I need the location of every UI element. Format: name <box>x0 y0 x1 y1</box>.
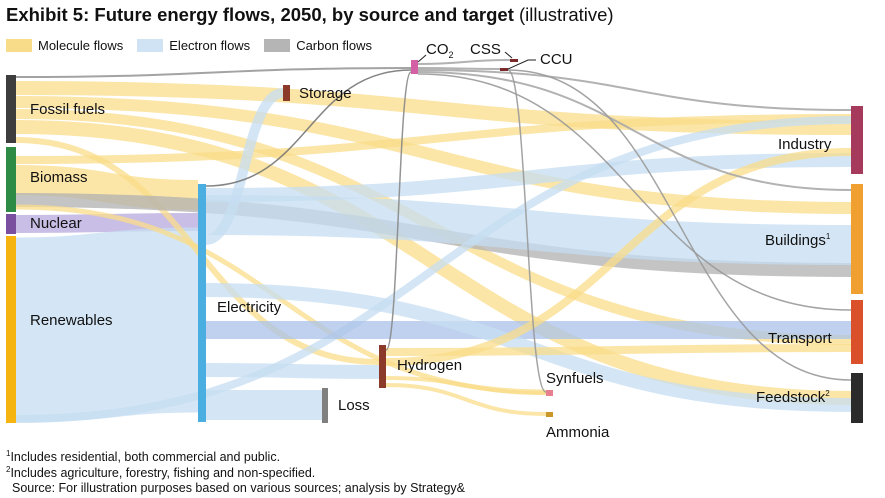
node-renewables <box>6 236 16 423</box>
co2-leader <box>417 54 427 63</box>
label-storage: Storage <box>299 85 352 102</box>
exhibit-title: Exhibit 5: Future energy flows, 2050, by… <box>6 4 614 26</box>
label-biomass: Biomass <box>30 169 88 186</box>
source-note: Source: For illustration purposes based … <box>12 481 466 495</box>
css-leader <box>504 51 513 59</box>
flow-electricity-hydrogen <box>205 363 380 379</box>
label-hydrogen: Hydrogen <box>397 357 463 374</box>
flow-co2-industry <box>417 69 852 111</box>
footnote-text: Includes residential, both commercial an… <box>10 450 281 465</box>
node-css <box>510 59 518 62</box>
flow-fossil-industry <box>15 81 852 135</box>
legend-molecule: Molecule flows <box>6 38 123 53</box>
label-transport: Transport <box>768 330 832 347</box>
legend-label: Electron flows <box>169 38 251 53</box>
node-industry <box>851 106 863 174</box>
flow-co2-ccu <box>417 67 501 70</box>
flow-co2-transport <box>417 73 852 311</box>
flow-fossil-buildings <box>15 96 852 214</box>
label-renewables: Renewables <box>30 312 113 329</box>
label-loss: Loss <box>338 397 370 414</box>
title-sub: (illustrative) <box>519 4 614 25</box>
label-buildings: Buildings1 <box>765 232 830 249</box>
node-nuclear <box>6 214 16 234</box>
co2-text: CO <box>426 41 449 58</box>
footnote-text: Includes agriculture, forestry, fishing … <box>10 466 316 481</box>
node-buildings <box>851 184 863 294</box>
node-storage <box>283 85 290 101</box>
footnote-ref: 1 <box>825 232 831 241</box>
label-ammonia: Ammonia <box>546 424 610 441</box>
flow-hydrogen-co2 <box>385 71 412 351</box>
node-electricity <box>198 184 206 422</box>
node-transport <box>851 300 863 364</box>
label-synfuels: Synfuels <box>546 370 604 387</box>
footnote-1: 1Includes residential, both commercial a… <box>6 449 280 464</box>
label-electricity: Electricity <box>217 299 282 316</box>
legend: Molecule flows Electron flows Carbon flo… <box>6 38 378 53</box>
node-loss <box>322 388 328 423</box>
flow-co2-buildings <box>417 71 852 191</box>
flow-hydrogen-synfuels <box>385 376 547 395</box>
label-css: CSS <box>470 41 501 58</box>
flow-nuclear-electricity <box>15 213 199 233</box>
flow-ccu-feedstock <box>507 69 852 381</box>
molecule-swatch <box>6 39 32 52</box>
footnote-ref: 2 <box>825 389 830 398</box>
flow-ccu-synfuels <box>507 69 547 393</box>
node-fossil-fuels <box>6 75 16 143</box>
flow-hydrogen-industry <box>385 148 852 366</box>
electron-swatch <box>137 39 164 52</box>
feedstock-text: Feedstock <box>756 389 826 406</box>
flow-fossil-co2 <box>15 67 412 78</box>
carbon-swatch <box>264 39 291 52</box>
label-industry: Industry <box>778 136 832 153</box>
legend-carbon: Carbon flows <box>264 38 372 53</box>
legend-label: Carbon flows <box>296 38 373 53</box>
legend-electron: Electron flows <box>137 38 250 53</box>
flow-fossil-feedstock <box>15 120 852 405</box>
buildings-text: Buildings <box>765 232 826 249</box>
label-co2: CO2 <box>426 41 454 60</box>
title-main: Exhibit 5: Future energy flows, 2050, by… <box>6 4 514 25</box>
label-fossil-fuels: Fossil fuels <box>30 101 106 118</box>
footnote-mark: 1 <box>6 449 11 458</box>
flow-biomass-electricity <box>15 165 199 210</box>
label-feedstock: Feedstock2 <box>756 389 830 406</box>
label-ccu: CCU <box>540 51 573 68</box>
node-ccu <box>500 68 508 71</box>
flow-electricity-industry <box>205 153 852 202</box>
flow-electricity-co2 <box>205 69 412 187</box>
node-hydrogen <box>379 345 386 388</box>
node-synfuels <box>546 390 553 396</box>
flow-renewables-industry <box>15 116 852 423</box>
legend-label: Molecule flows <box>38 38 124 53</box>
node-ammonia <box>546 412 553 417</box>
flow-electricity-buildings <box>205 195 852 265</box>
flow-co2-css <box>417 59 511 65</box>
node-co2 <box>411 60 418 74</box>
node-biomass <box>6 147 16 212</box>
flow-biomass-industry <box>15 114 852 164</box>
flow-renewables-electricity <box>15 227 199 423</box>
node-feedstock <box>851 373 863 423</box>
co2-subscript: 2 <box>448 50 454 60</box>
label-nuclear: Nuclear <box>30 215 82 232</box>
footnote-mark: 2 <box>6 465 11 474</box>
flow-hydrogen-ammonia <box>385 383 547 416</box>
footnote-2: 2Includes agriculture, forestry, fishing… <box>6 465 315 480</box>
ccu-leader <box>507 59 536 70</box>
